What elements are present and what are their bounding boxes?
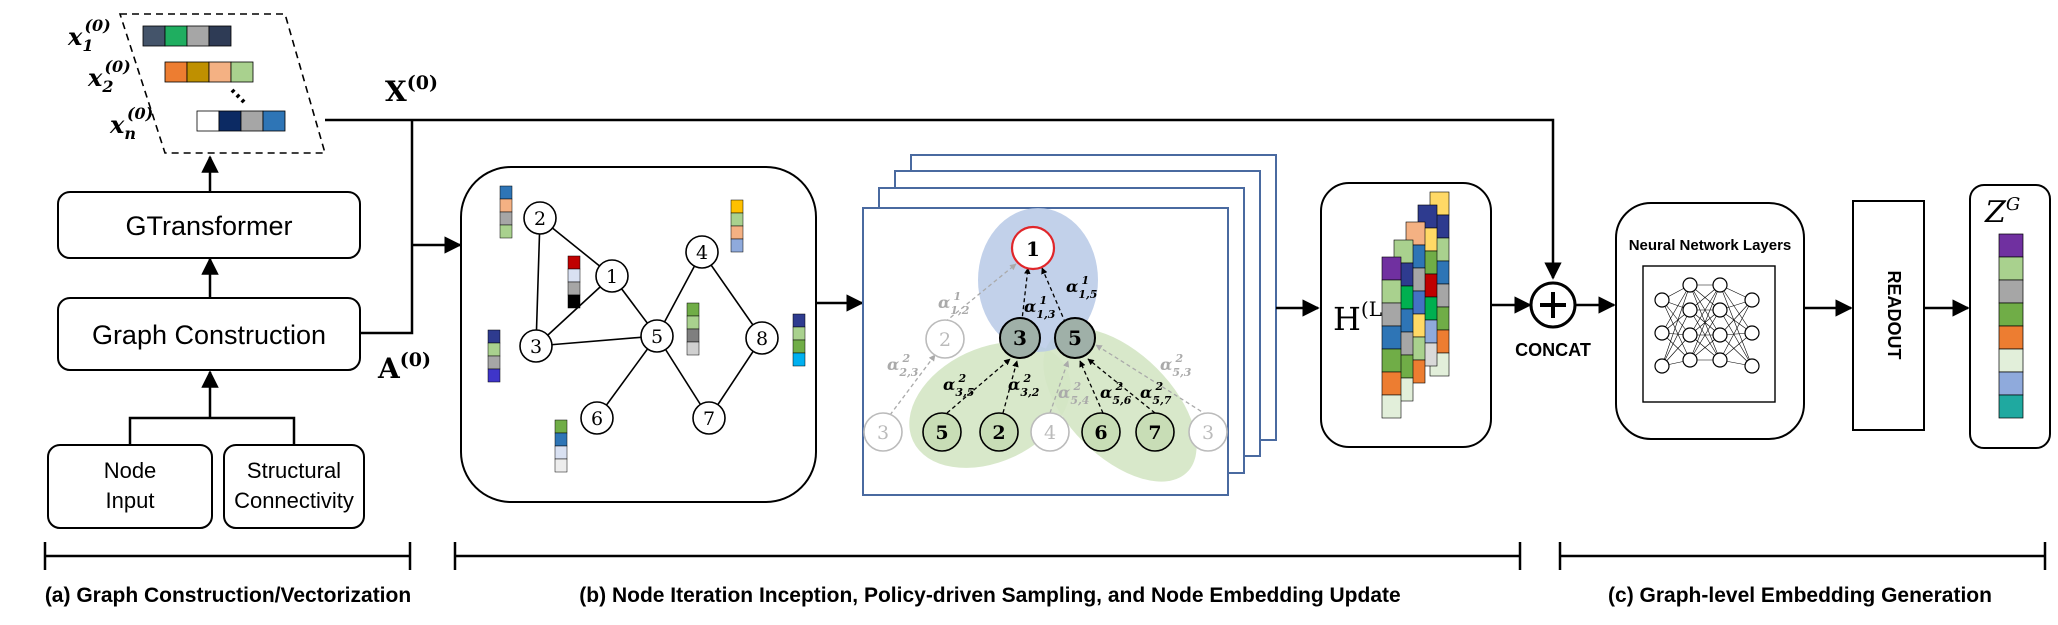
graph-node-8: 8 [745,321,779,355]
svg-text:1: 1 [606,266,618,288]
svg-text:3: 3 [1013,326,1027,350]
caption-b: (b) Node Iteration Inception, Policy-dri… [579,584,1400,607]
feature-vector-x2 [164,61,254,83]
graph-embedding-vector [1998,233,2024,419]
alpha-2-3-label: α2,32 [887,352,919,379]
X0-label: X(0) [385,72,438,108]
A0-connector [360,120,414,335]
panel-b-node-embeddings: H(L) [1320,182,1492,448]
sampling-node-l2-6: 6 [1081,412,1121,452]
structural-label-1: Structural [247,458,341,483]
graph-node-2: 2 [523,201,557,235]
svg-text:1: 1 [1026,237,1040,261]
sampling-node-l2-4: 4 [1030,412,1070,452]
alpha-5-6-label: α5,62 [1100,380,1132,407]
panel-c: CONCAT Neural Network Layers [1515,184,2051,449]
svg-text:5: 5 [935,422,948,444]
feature-ellipsis-dots [230,88,248,106]
graph-node-3: 3 [519,329,553,363]
concat-plus-icon [1529,281,1577,329]
A0-label: A(0) [377,349,431,385]
svg-text:4: 4 [696,242,708,264]
inputs-merge-connector [128,372,296,445]
graph-construction-label: Graph Construction [92,320,326,350]
embedding-stack [1381,191,1450,419]
alpha-5-3-label: α5,32 [1160,352,1192,379]
svg-text:5: 5 [1068,326,1082,350]
alpha-3-2-label: α3,22 [1008,372,1040,399]
bracket-a [43,542,412,570]
sampling-node-l2-3a: 3 [863,412,903,452]
graph-node-6: 6 [580,401,614,435]
alpha-5-4-label: α5,42 [1058,380,1089,407]
xn-label: xn(0) [109,104,153,143]
svg-text:7: 7 [703,408,715,430]
graph-node-4: 4 [685,235,719,269]
caption-brackets [43,542,2047,570]
nn-network-icon [1654,277,1760,374]
caption-a: (a) Graph Construction/Vectorization [45,584,411,607]
sampling-node-l1-5: 5 [1054,317,1096,359]
node-feature-bar-5 [686,302,700,356]
node-feature-bar-1 [567,255,581,309]
alpha-1-3-label: α1,31 [1024,294,1056,321]
svg-text:3: 3 [1202,422,1214,444]
sampling-node-l2-7: 7 [1135,412,1175,452]
node-feature-bar-2 [499,185,513,239]
Z-G-label: ZG [1984,194,2020,230]
node-feature-bar-4 [730,199,744,253]
x1-label: x1(0) [67,16,111,55]
gtransformer-label: GTransformer [125,211,292,241]
feature-vector-x1 [142,25,232,47]
panel-b-sampling: 1 2 3 5 3 5 2 4 6 7 3 α1,21 α1,31 α1,51 … [862,154,1277,496]
readout-label: READOUT [1884,271,1904,360]
svg-text:3: 3 [877,422,889,444]
alpha-1-2-label: α1,21 [938,290,970,317]
node-feature-bar-8 [792,313,806,367]
graph-node-7: 7 [692,401,726,435]
node-feature-bar-6 [554,419,568,473]
alpha-1-5-label: α1,51 [1066,274,1097,301]
panel-b-graph: 1 2 3 4 5 6 7 8 [460,166,817,503]
concat-label: CONCAT [1515,340,1591,360]
node-input-label-1: Node [104,458,157,483]
caption-c: (c) Graph-level Embedding Generation [1608,584,1992,607]
node-feature-bar-3 [487,329,501,383]
graph-node-5: 5 [640,319,674,353]
alpha-5-7-label: α5,72 [1140,380,1172,407]
sampling-node-l2-3b: 3 [1188,412,1228,452]
readout-box [1852,200,1925,431]
svg-text:5: 5 [651,326,663,348]
svg-text:4: 4 [1044,422,1056,444]
sampling-node-l2-2: 2 [979,412,1019,452]
structural-label-2: Connectivity [234,488,354,513]
sampling-root-node: 1 [1010,225,1056,271]
bracket-c [1558,542,2047,570]
feature-vector-xn [196,110,286,132]
nn-title: Neural Network Layers [1629,237,1792,254]
graph-node-1: 1 [595,259,629,293]
feature-matrix-frame [118,13,327,154]
svg-text:2: 2 [939,329,951,351]
svg-text:6: 6 [1094,422,1107,444]
x2-label: x2(0) [87,57,131,96]
sampling-blue-ellipse [978,208,1098,352]
sampling-node-l1-3: 3 [999,317,1041,359]
svg-text:2: 2 [992,422,1005,444]
svg-text:3: 3 [530,336,542,358]
graph-box [460,166,817,503]
bracket-b [453,542,1522,570]
sampling-edges [889,263,1208,416]
node-input-label-2: Input [106,488,155,513]
X0-to-concat-connector [325,118,1562,280]
sampling-node-l1-2: 2 [925,319,965,359]
svg-text:7: 7 [1148,422,1161,444]
alpha-3-5-label: α3,52 [943,372,974,399]
svg-text:2: 2 [534,208,546,230]
svg-text:8: 8 [756,328,768,350]
svg-text:6: 6 [591,408,603,430]
sampling-node-l2-5: 5 [922,412,962,452]
panel-a: Node Input Structural Connectivity Graph… [47,13,438,529]
